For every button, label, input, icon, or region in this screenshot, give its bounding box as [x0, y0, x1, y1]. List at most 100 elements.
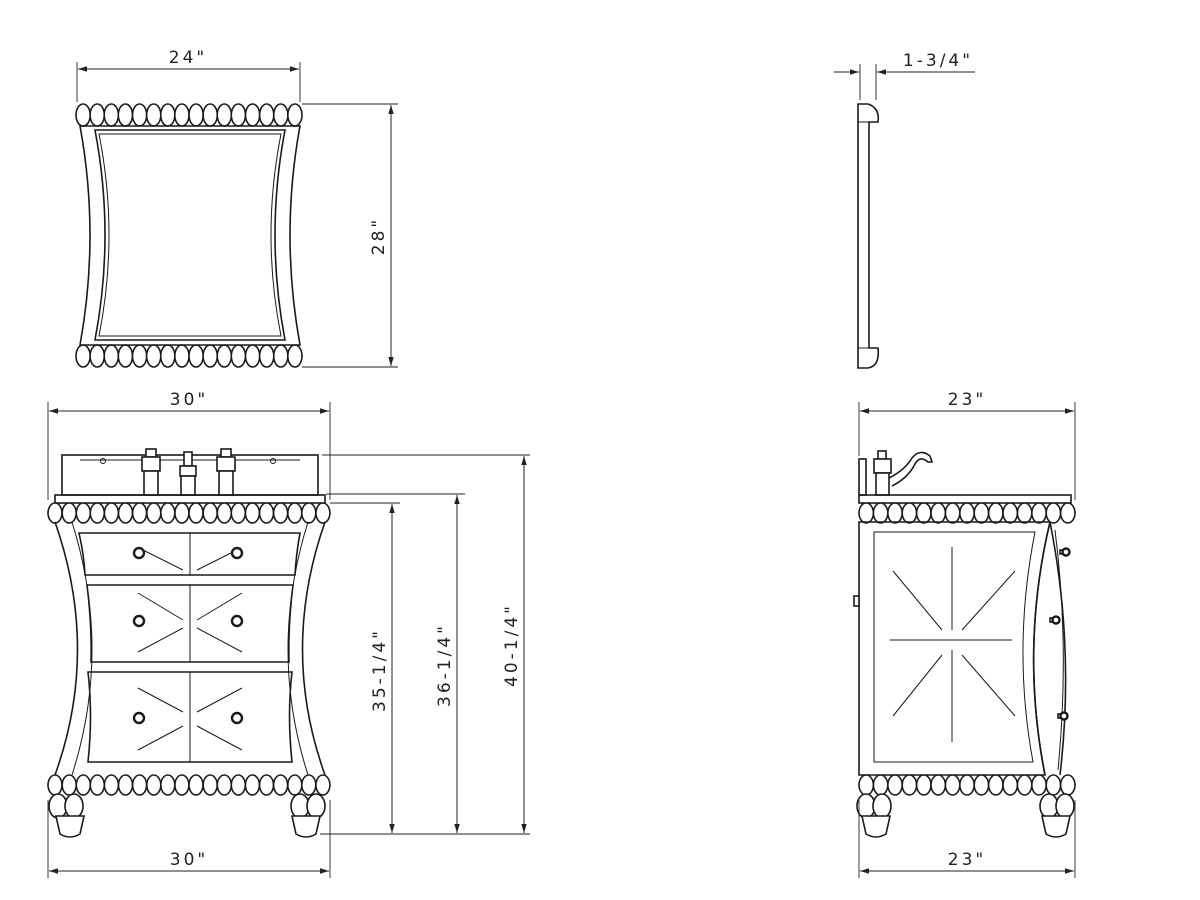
bead-ornament — [915, 502, 932, 524]
bead-ornament — [1059, 774, 1076, 796]
bead-ornament — [188, 502, 204, 524]
bead-ornament — [103, 502, 120, 524]
vanity-countertop — [54, 494, 326, 504]
side-knobs — [853, 547, 1071, 721]
bead-ornament — [1045, 774, 1062, 796]
vanity-height-backsplash-label: 40-1/4" — [502, 603, 522, 687]
mirror-bottom-bead-row — [75, 344, 303, 368]
bead-ornament — [244, 774, 261, 796]
bead-ornament — [145, 103, 162, 127]
bead-ornament — [173, 344, 190, 368]
vanity-front-bottom-bead-row — [47, 774, 331, 796]
bead-ornament — [1031, 774, 1048, 796]
side-panel-inlay-lines — [890, 547, 1016, 742]
bead-ornament — [872, 502, 889, 524]
bead-ornament — [173, 103, 190, 127]
bead-ornament — [146, 774, 162, 796]
vanity-depth-top-dimension: 23" — [858, 390, 1076, 500]
drawer-knob — [230, 711, 244, 725]
bead-ornament — [1002, 502, 1019, 524]
bead-ornament — [230, 344, 247, 368]
vanity-depth-bottom-label: 23" — [948, 850, 986, 870]
bead-ornament — [159, 344, 176, 368]
drawer-knob — [132, 711, 146, 725]
bead-ornament — [174, 502, 190, 524]
drawer-inlay-lines — [137, 547, 243, 751]
vanity-side-bottom-bead-row — [858, 774, 1076, 796]
vanity-side-panel — [858, 521, 1052, 776]
bead-ornament — [131, 344, 148, 368]
bead-ornament — [244, 103, 261, 127]
mirror-glass-inner — [98, 133, 282, 337]
bead-ornament — [131, 502, 148, 524]
bead-ornament — [958, 502, 975, 524]
mirror-side-view — [857, 103, 880, 369]
bead-ornament — [258, 103, 275, 127]
faucet-set — [80, 448, 300, 496]
bead-ornament — [1016, 502, 1033, 524]
bead-ornament — [930, 774, 947, 796]
bead-ornament — [230, 774, 247, 796]
vanity-front-feet — [48, 793, 326, 838]
bead-ornament — [89, 344, 106, 368]
bead-ornament — [944, 502, 961, 524]
mirror-depth-label: 1-3/4" — [903, 51, 973, 71]
bead-ornament — [75, 502, 92, 524]
vanity-front-body — [54, 521, 326, 776]
bead-ornament — [286, 344, 303, 368]
bead-ornament — [75, 103, 91, 127]
vanity-width-top-dimension: 30" — [47, 390, 331, 500]
bead-ornament — [160, 774, 176, 796]
bead-ornament — [944, 774, 961, 796]
vanity-width-bottom-label: 30" — [170, 850, 208, 870]
mirror-width-dimension: 24" — [76, 48, 301, 102]
vanity-height-dimensions: 35-1/4" 36-1/4" 40-1/4" — [320, 454, 530, 835]
mirror-frame-outer — [79, 125, 301, 346]
bead-ornament — [103, 344, 120, 368]
vanity-side-countertop — [858, 494, 1072, 504]
bead-ornament — [258, 502, 275, 524]
vanity-side-top-bead-row — [858, 502, 1076, 524]
bead-ornament — [258, 344, 275, 368]
bead-ornament — [75, 774, 92, 796]
bead-ornament — [47, 774, 63, 796]
bead-ornament — [958, 774, 975, 796]
vanity-width-bottom-dimension: 30" — [47, 800, 331, 878]
bead-ornament — [286, 103, 303, 127]
mirror-height-dimension: 28" — [302, 103, 398, 368]
mirror-front-view — [75, 103, 303, 368]
bead-ornament — [286, 502, 303, 524]
bead-ornament — [1002, 774, 1019, 796]
bead-ornament — [272, 344, 289, 368]
vanity-front-top-bead-row — [47, 502, 331, 524]
mirror-depth-dimension: 1-3/4" — [834, 51, 975, 100]
bead-ornament — [202, 774, 218, 796]
vanity-side-view — [853, 450, 1076, 838]
bead-ornament — [1016, 774, 1033, 796]
bead-ornament — [886, 774, 903, 796]
bead-ornament — [89, 774, 106, 796]
bead-ornament — [315, 774, 331, 796]
bead-ornament — [987, 502, 1004, 524]
bead-ornament — [244, 344, 261, 368]
bead-ornament — [202, 502, 218, 524]
bead-ornament — [117, 103, 134, 127]
bead-ornament — [915, 774, 932, 796]
bead-ornament — [216, 344, 233, 368]
drawer-knob — [230, 546, 244, 560]
drawer-1 — [77, 532, 301, 576]
bead-ornament — [1045, 502, 1062, 524]
bead-ornament — [1059, 502, 1076, 524]
bead-ornament — [973, 502, 990, 524]
bead-ornament — [230, 502, 247, 524]
bead-ornament — [858, 774, 875, 796]
bead-ornament — [244, 502, 261, 524]
bead-ornament — [258, 774, 275, 796]
drawer-knob — [230, 614, 244, 628]
bead-ornament — [216, 502, 233, 524]
bead-ornament — [188, 344, 204, 368]
mirror-width-label: 24" — [169, 48, 207, 68]
bead-ornament — [61, 502, 77, 524]
vanity-height-counter-label: 35-1/4" — [370, 628, 390, 712]
